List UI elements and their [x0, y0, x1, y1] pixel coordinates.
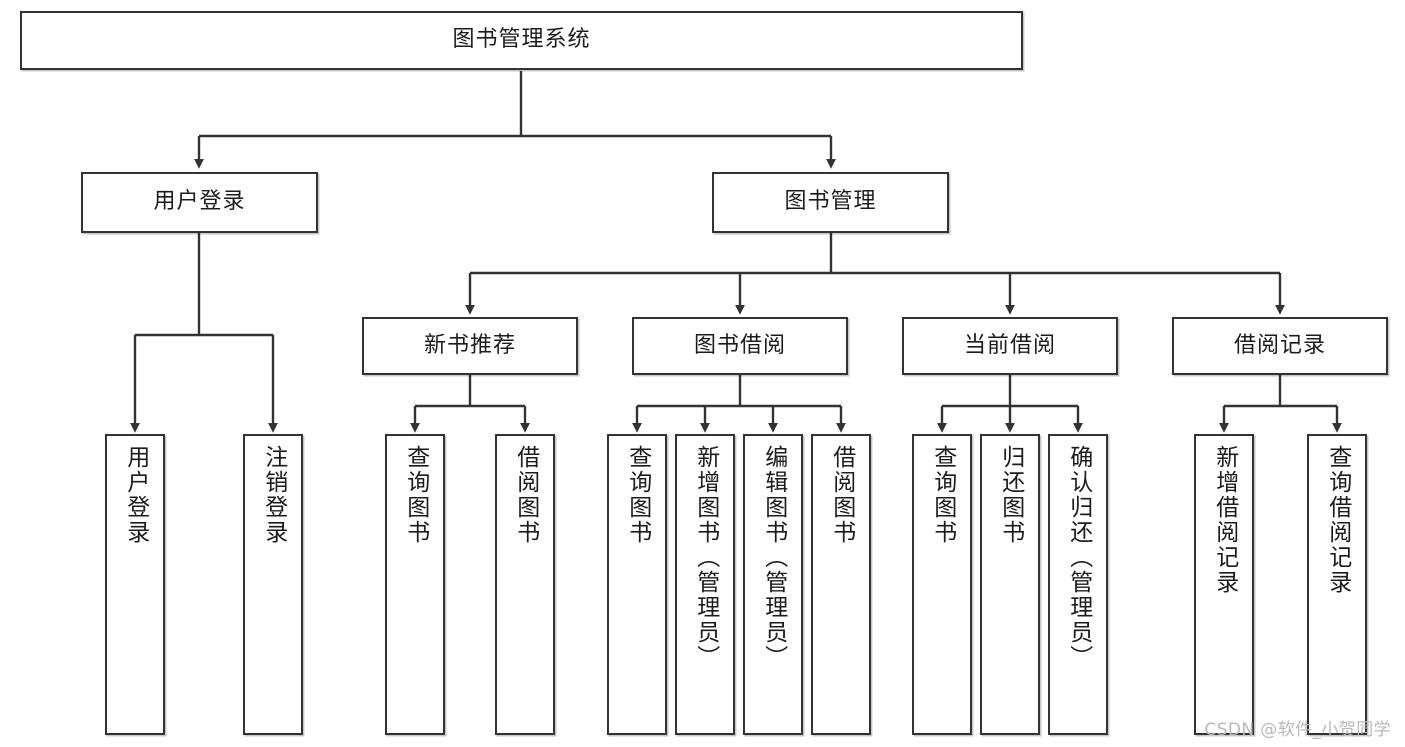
leaf-user-login[interactable]: 用户登录 [105, 434, 165, 735]
node-root-book-management-system[interactable]: 图书管理系统 [20, 11, 1023, 70]
node-label: 编辑图书（管理员） [760, 445, 787, 670]
node-label: 注销登录 [260, 445, 287, 545]
leaf-edit-book-admin[interactable]: 编辑图书（管理员） [743, 434, 803, 735]
node-borrow-record[interactable]: 借阅记录 [1172, 317, 1388, 375]
node-label: 用户登录 [122, 445, 149, 545]
node-label: 图书管理 [784, 189, 877, 215]
watermark-text: CSDN @软件_小贺同学 [1204, 720, 1391, 740]
leaf-query-borrow-record[interactable]: 查询借阅记录 [1307, 434, 1367, 735]
leaf-query-book-current[interactable]: 查询图书 [912, 434, 972, 735]
node-new-book-recommend[interactable]: 新书推荐 [362, 317, 578, 375]
leaf-confirm-return-admin[interactable]: 确认归还（管理员） [1048, 434, 1108, 735]
node-label: 查询图书 [402, 445, 429, 545]
node-current-borrow[interactable]: 当前借阅 [902, 317, 1118, 375]
leaf-query-book-borrow[interactable]: 查询图书 [607, 434, 667, 735]
node-label: 用户登录 [153, 189, 246, 215]
node-user-login[interactable]: 用户登录 [81, 172, 318, 233]
leaf-add-book-admin[interactable]: 新增图书（管理员） [675, 434, 735, 735]
node-label: 图书管理系统 [452, 27, 591, 53]
node-label: 新书推荐 [423, 332, 516, 358]
node-label: 新增图书（管理员） [692, 445, 719, 670]
leaf-borrow-book-recommend[interactable]: 借阅图书 [495, 434, 555, 735]
leaf-query-book-recommend[interactable]: 查询图书 [385, 434, 445, 735]
leaf-return-book[interactable]: 归还图书 [980, 434, 1040, 735]
node-book-borrow[interactable]: 图书借阅 [632, 317, 848, 375]
node-label: 查询图书 [624, 445, 651, 545]
node-label: 借阅图书 [512, 445, 539, 545]
node-book-management[interactable]: 图书管理 [712, 172, 949, 233]
node-label: 借阅图书 [828, 445, 855, 545]
leaf-user-logout[interactable]: 注销登录 [243, 434, 303, 735]
node-label: 查询图书 [929, 445, 956, 545]
leaf-add-borrow-record[interactable]: 新增借阅记录 [1194, 434, 1254, 735]
node-label: 当前借阅 [963, 332, 1056, 358]
node-label: 查询借阅记录 [1324, 445, 1351, 595]
node-label: 确认归还（管理员） [1065, 445, 1092, 670]
node-label: 借阅记录 [1233, 332, 1326, 358]
leaf-borrow-book[interactable]: 借阅图书 [811, 434, 871, 735]
node-label: 图书借阅 [693, 332, 786, 358]
node-label: 新增借阅记录 [1211, 445, 1238, 595]
node-label: 归还图书 [997, 445, 1024, 545]
